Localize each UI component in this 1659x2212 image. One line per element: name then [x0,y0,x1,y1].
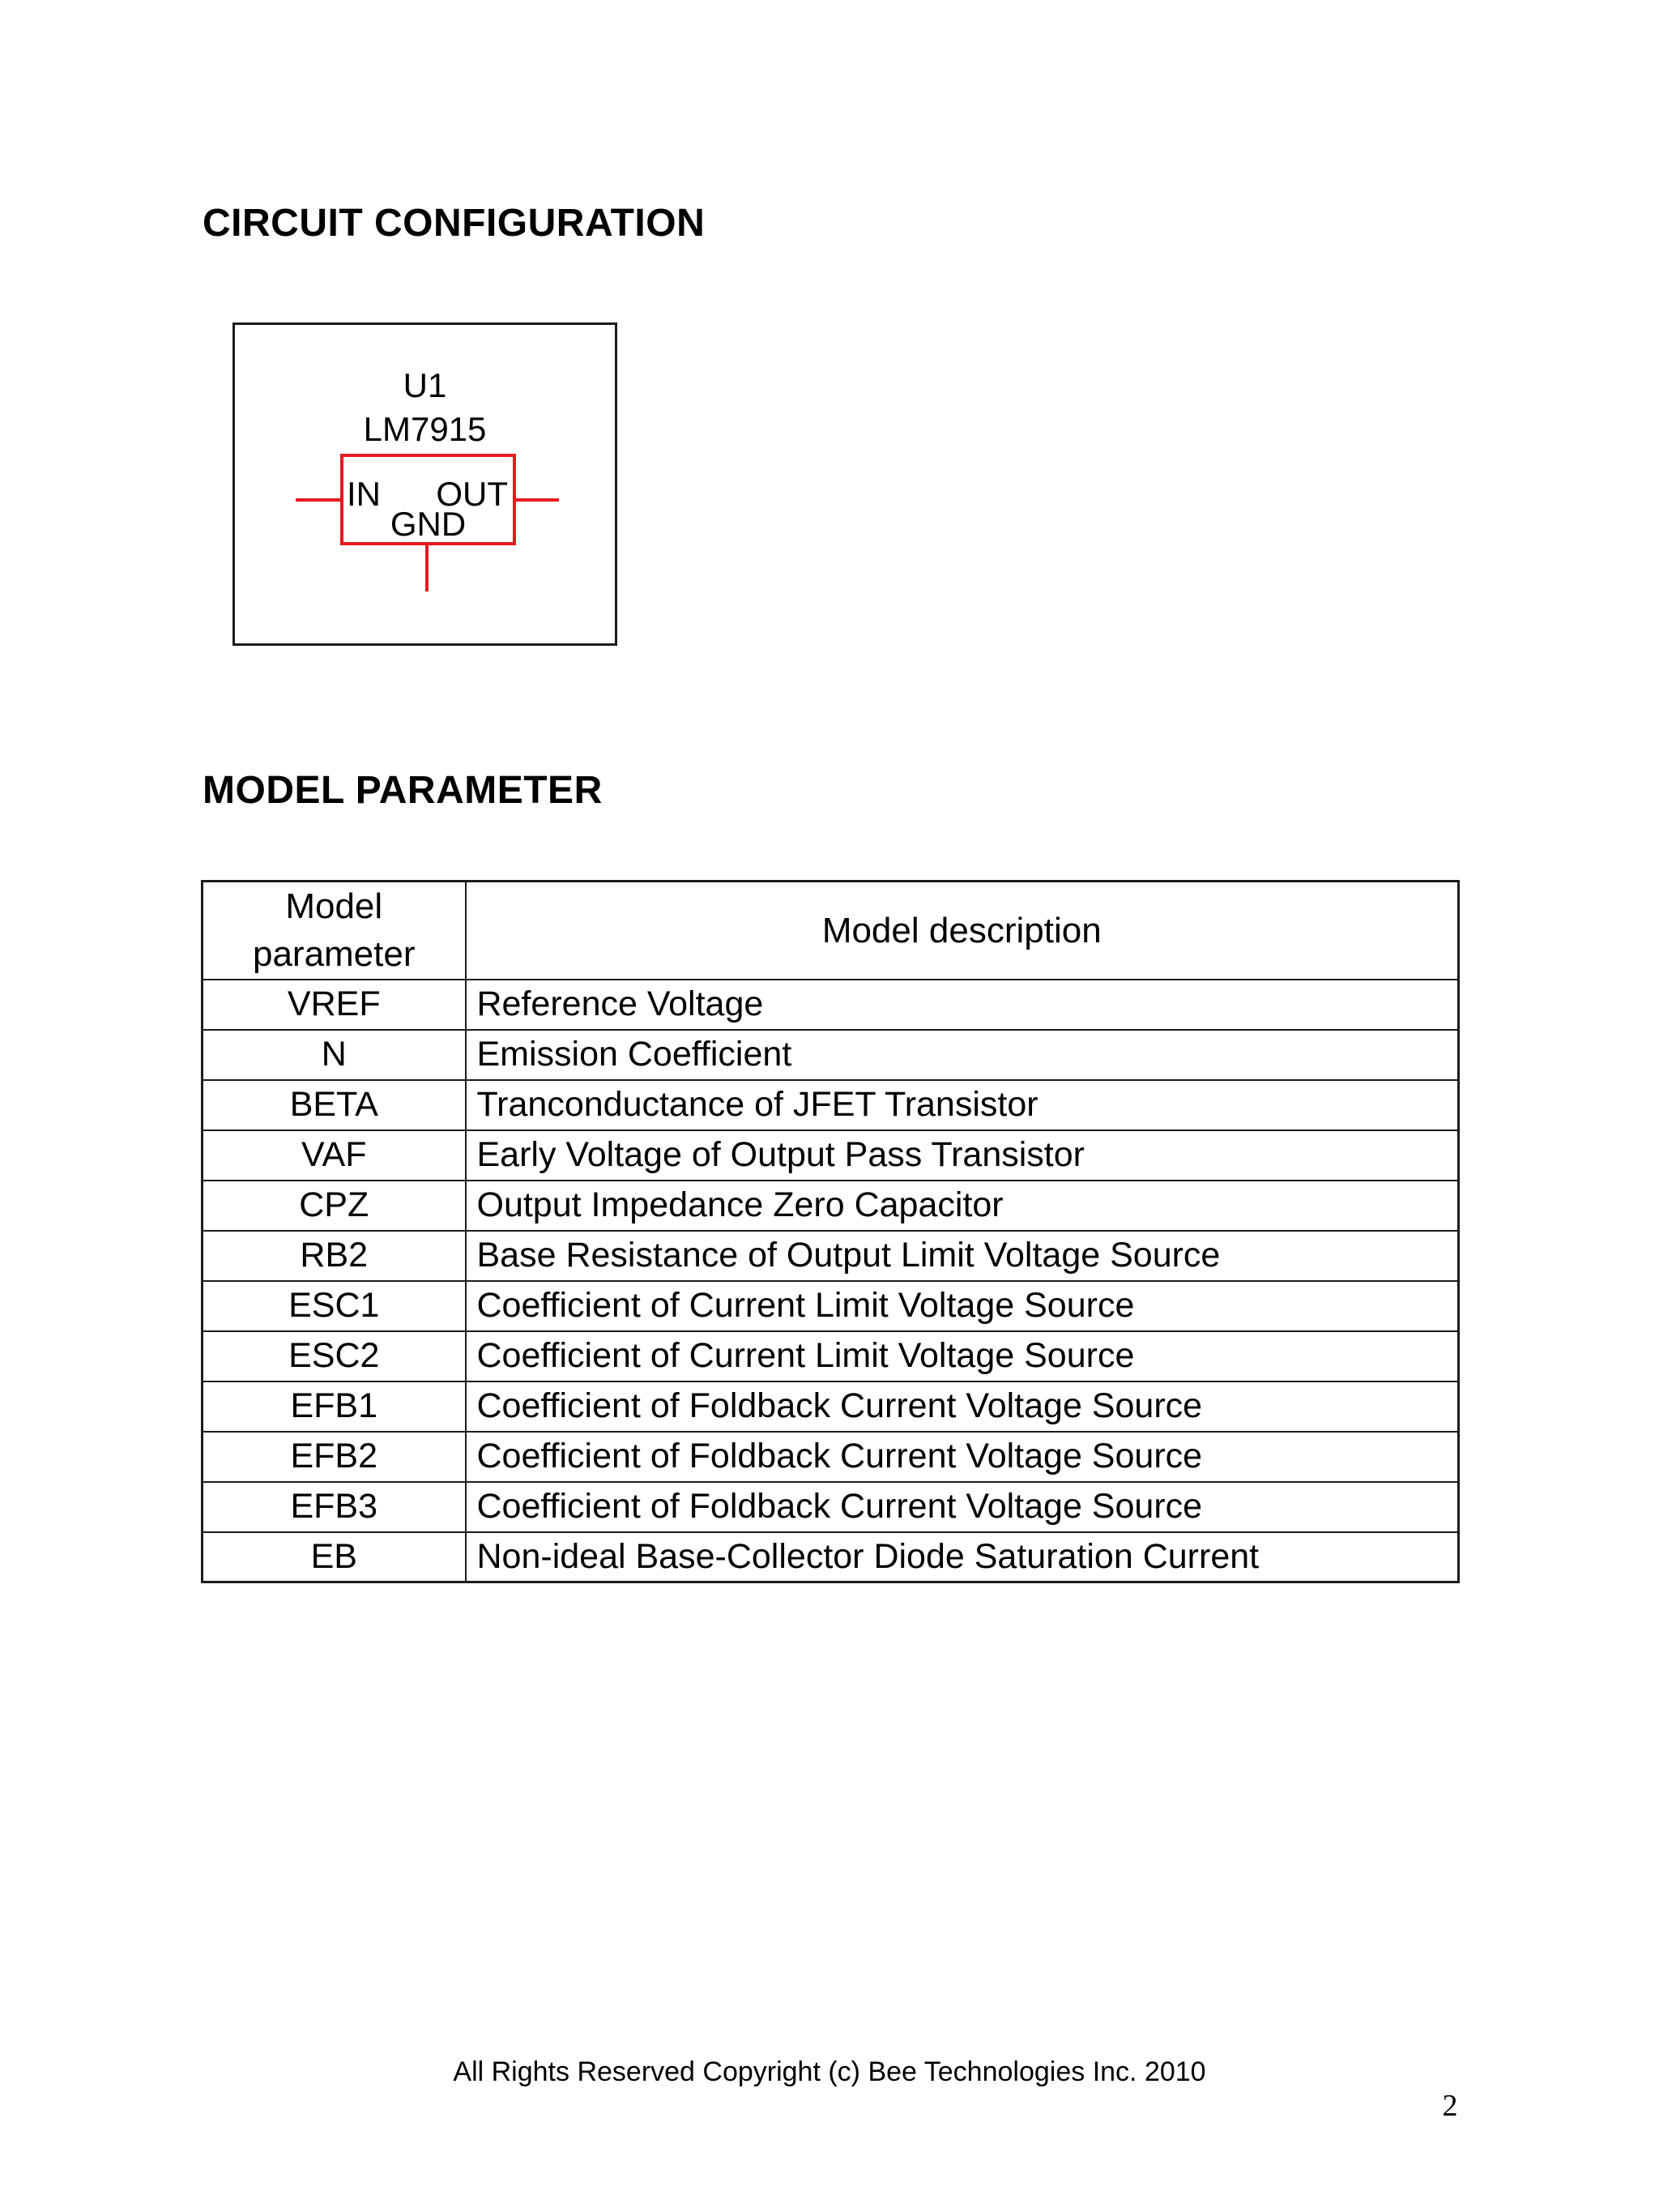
column-header-model-parameter: Model parameter [201,880,467,980]
param-cell: EFB3 [201,1480,467,1533]
table-row: CPZ Output Impedance Zero Capacitor [201,1179,1460,1232]
page-number: 2 [1442,2089,1458,2123]
param-cell: EFB1 [201,1380,467,1433]
description-cell: Coefficient of Foldback Current Voltage … [464,1480,1460,1533]
component-part-number: LM7915 [363,410,487,448]
table-row: BETA Tranconductance of JFET Transistor [201,1078,1460,1131]
param-cell: EB [201,1531,467,1583]
table-header-row: Model parameter Model description [201,880,1460,980]
description-cell: Coefficient of Foldback Current Voltage … [464,1380,1460,1433]
ground-wire [425,544,429,591]
param-cell: BETA [201,1078,467,1131]
description-cell: Coefficient of Foldback Current Voltage … [464,1430,1460,1483]
param-cell: VREF [201,978,467,1031]
pin-label-in: IN [347,475,381,513]
description-cell: Coefficient of Current Limit Voltage Sou… [464,1279,1460,1332]
table-row: VAF Early Voltage of Output Pass Transis… [201,1129,1460,1181]
column-header-model-description: Model description [464,880,1460,980]
pin-label-gnd: GND [390,505,467,543]
param-cell: VAF [201,1129,467,1181]
description-cell: Coefficient of Current Limit Voltage Sou… [464,1330,1460,1382]
table-row: ESC1 Coefficient of Current Limit Voltag… [201,1279,1460,1332]
input-wire [296,498,340,502]
table-row: VREF Reference Voltage [201,978,1460,1031]
param-cell: N [201,1028,467,1081]
param-cell: RB2 [201,1229,467,1282]
table-body: VREF Reference Voltage N Emission Coeffi… [201,978,1460,1583]
model-parameter-table: Model parameter Model description VREF R… [201,880,1460,1584]
description-cell: Reference Voltage [464,978,1460,1031]
pin-label-out: OUT [436,475,508,513]
table-row: RB2 Base Resistance of Output Limit Volt… [201,1229,1460,1282]
table-row: EB Non-ideal Base-Collector Diode Satura… [201,1531,1460,1583]
table-row: EFB3 Coefficient of Foldback Current Vol… [201,1480,1460,1533]
description-cell: Output Impedance Zero Capacitor [464,1179,1460,1232]
param-cell: ESC2 [201,1330,467,1382]
regulator-symbol: IN OUT GND [340,454,516,545]
param-cell: EFB2 [201,1430,467,1483]
table-row: EFB1 Coefficient of Foldback Current Vol… [201,1380,1460,1433]
param-cell: ESC1 [201,1279,467,1332]
param-cell: CPZ [201,1179,467,1232]
description-cell: Emission Coefficient [464,1028,1460,1081]
output-wire [516,498,559,502]
copyright-footer: All Rights Reserved Copyright (c) Bee Te… [453,2056,1206,2087]
description-cell: Tranconductance of JFET Transistor [464,1078,1460,1131]
circuit-diagram: U1 LM7915 IN OUT GND [232,322,617,646]
description-cell: Non-ideal Base-Collector Diode Saturatio… [464,1531,1460,1583]
model-parameter-heading: MODEL PARAMETER [203,769,603,812]
circuit-configuration-heading: CIRCUIT CONFIGURATION [203,202,706,245]
table-header: Model parameter Model description [201,880,1460,980]
table-row: EFB2 Coefficient of Foldback Current Vol… [201,1430,1460,1483]
description-cell: Early Voltage of Output Pass Transistor [464,1129,1460,1181]
table-row: N Emission Coefficient [201,1028,1460,1081]
description-cell: Base Resistance of Output Limit Voltage … [464,1229,1460,1282]
component-refdes: U1 [403,366,447,404]
table-row: ESC2 Coefficient of Current Limit Voltag… [201,1330,1460,1382]
